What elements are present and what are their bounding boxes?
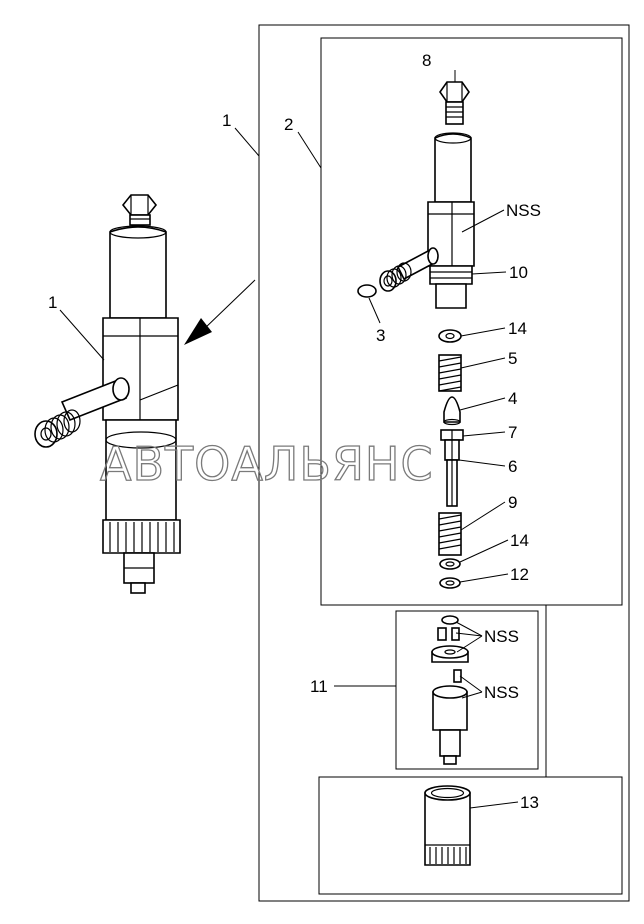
kit-frame (396, 604, 547, 778)
callout-body: 10 (509, 263, 528, 282)
part-seal-ring (357, 284, 377, 298)
callout-assembly-arrow: 1 (222, 111, 231, 130)
callout-holder: 2 (284, 115, 293, 134)
leader-lines (59, 70, 519, 809)
callout-assembly: 1 (48, 293, 57, 312)
callout-shim: 12 (510, 565, 529, 584)
callout-pin: 7 (508, 423, 517, 442)
part-washer-lower (439, 558, 461, 570)
callout-washer-lower: 14 (510, 531, 529, 550)
part-spring-lower (438, 512, 462, 556)
callout-nss-kit-upper: NSS (484, 627, 519, 646)
part-cap-nut (439, 81, 470, 125)
callout-seal-ring: 3 (376, 326, 385, 345)
pointer-arrow-line (202, 279, 256, 331)
pointer-arrowhead (184, 318, 212, 345)
callout-cap-nut: 8 (422, 51, 431, 70)
callout-nozzle-kit: 11 (310, 677, 328, 696)
part-valve (443, 396, 461, 426)
callout-spring-upper: 5 (508, 349, 517, 368)
part-washer-upper (438, 329, 462, 343)
callout-nss-kit-lower: NSS (484, 683, 519, 702)
kit-inner-frame (395, 610, 539, 770)
part-nozzle-kit (431, 615, 469, 765)
watermark: АВТОАЛЬЯНС (100, 437, 434, 491)
nut-frame (318, 776, 623, 895)
callout-valve: 4 (508, 389, 517, 408)
part-retaining-nut (424, 785, 471, 866)
part-holder-body (379, 132, 475, 309)
holder-frame (320, 37, 623, 606)
part-spring-upper (438, 354, 462, 392)
callout-retaining-nut: 13 (520, 793, 539, 812)
injector-assembly (34, 194, 181, 594)
callout-nss-body: NSS (506, 201, 541, 220)
part-spindle (440, 429, 464, 507)
callout-washer-upper: 14 (508, 319, 527, 338)
callout-spring-lower: 9 (508, 493, 517, 512)
outer-frame (258, 24, 630, 902)
part-shim (439, 577, 461, 589)
callout-spindle: 6 (508, 457, 517, 476)
